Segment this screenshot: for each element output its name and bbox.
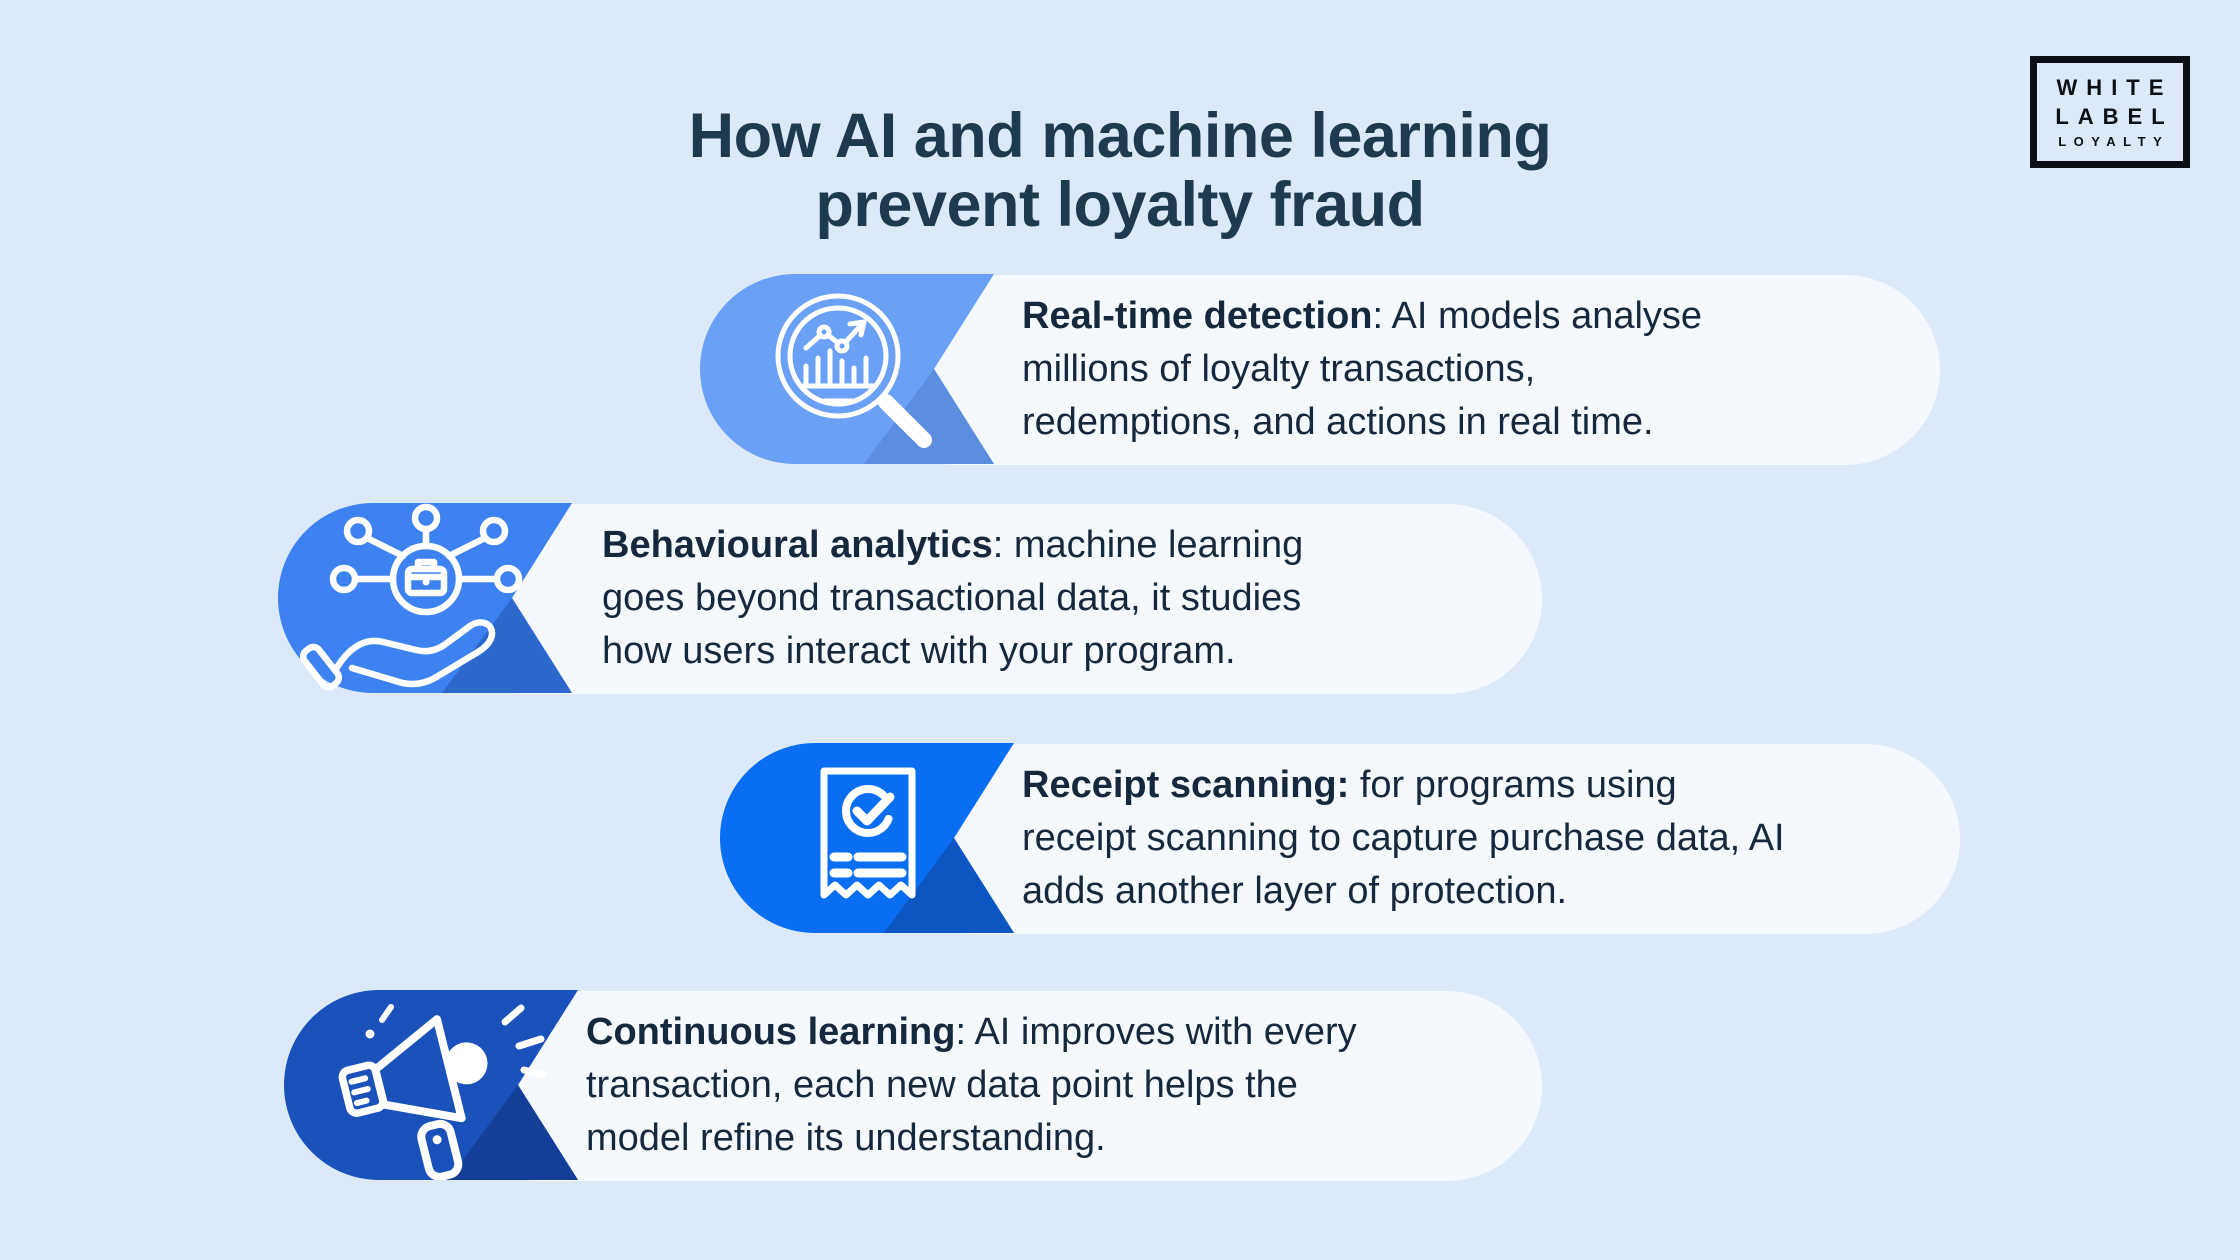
info-card (430, 504, 1542, 694)
page-title-line-2: prevent loyalty fraud (815, 170, 1425, 241)
logo-word-loyalty: LOYALTY (2058, 134, 2170, 149)
card-text: Continuous learning: AI improves with ev… (586, 1006, 1476, 1165)
ribbon-badge (700, 274, 994, 464)
logo-word-white: WHITE (2056, 75, 2173, 100)
info-card (880, 744, 1960, 934)
logo-word-label: LABEL (2055, 104, 2174, 129)
card-text: Real-time detection: AI models analyse m… (1022, 290, 1922, 449)
ribbon-badge (720, 743, 1014, 933)
card-lead-text: Real-time detection (1022, 295, 1373, 337)
ribbon-fold-shadow (442, 598, 572, 693)
megaphone-icon (338, 1004, 548, 1180)
page-title-line-1: How AI and machine learning (688, 101, 1552, 172)
card-lead-text: Behavioural analytics (602, 524, 993, 566)
ribbon-fold-shadow (864, 369, 994, 464)
receipt-check-icon (820, 767, 916, 899)
ribbon-badge (278, 503, 572, 693)
ribbon-fold-shadow (448, 1085, 578, 1180)
magnifier-chart-icon (775, 293, 932, 448)
card-rest-text: for programs using receipt scanning to c… (1022, 764, 1785, 912)
ribbon-fold-shadow (884, 838, 1014, 933)
ribbon-badge (284, 990, 578, 1180)
card-lead-text: Continuous learning (586, 1011, 956, 1053)
card-rest-text: : AI improves with every transaction, ea… (586, 1011, 1357, 1159)
card-text: Behavioural analytics: machine learning … (602, 519, 1482, 678)
card-text: Receipt scanning: for programs using rec… (1022, 759, 1947, 918)
card-rest-text: : machine learning goes beyond transacti… (602, 524, 1304, 672)
brand-logo: WHITE LABEL LOYALTY (2030, 56, 2190, 168)
info-card (860, 275, 1940, 465)
info-card (440, 991, 1542, 1181)
page-title: How AI and machine learning prevent loya… (0, 102, 2240, 240)
hand-network-icon (299, 503, 523, 691)
card-rest-text: : AI models analyse millions of loyalty … (1022, 295, 1703, 443)
card-lead-text: Receipt scanning: (1022, 764, 1350, 806)
